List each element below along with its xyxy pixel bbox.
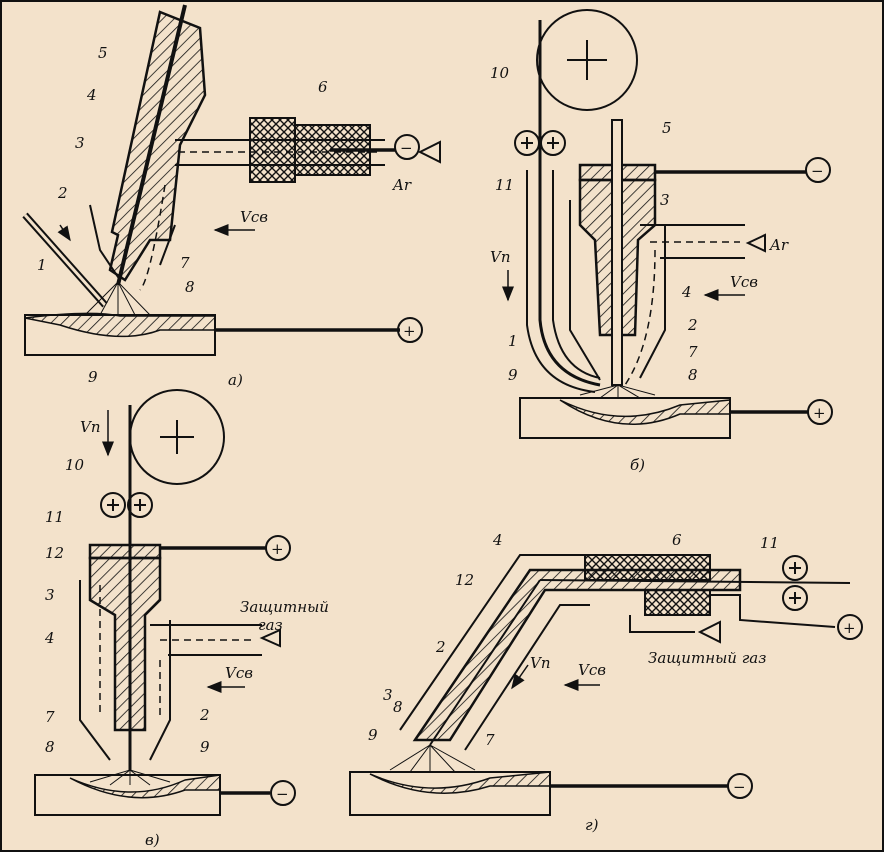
union-nut-d xyxy=(584,554,711,581)
bent-torch-d xyxy=(412,568,742,742)
label-2: 2 xyxy=(199,706,210,724)
union-nut-a xyxy=(249,117,296,183)
gas-inlet-icon-d xyxy=(697,620,721,644)
gas-label-b: Ar xyxy=(768,236,789,254)
label-4: 4 xyxy=(681,283,692,301)
tungsten-electrode-a xyxy=(116,4,187,286)
minus-sign-a: − xyxy=(400,139,413,157)
label-3: 3 xyxy=(383,686,393,704)
gas-inlet-icon-a xyxy=(417,140,441,164)
label-3: 3 xyxy=(75,134,85,152)
workpiece-c xyxy=(34,774,221,816)
label-8: 8 xyxy=(185,278,195,296)
plus-terminal-c xyxy=(265,535,291,561)
weld-speed-label-c: Vсв xyxy=(225,664,253,682)
panel-c: Защитный газ + − Vп Vсв 10 11 12 3 4 7 8… xyxy=(34,389,329,849)
label-2: 2 xyxy=(57,184,68,202)
feed-roller-b1 xyxy=(514,130,540,156)
label-1: 1 xyxy=(508,332,518,350)
label-7: 7 xyxy=(485,731,495,749)
label-6: 6 xyxy=(672,531,682,549)
label-2: 2 xyxy=(687,316,698,334)
contact-tip-c xyxy=(88,543,162,560)
electrode-b xyxy=(611,119,623,386)
torch-body-a xyxy=(108,10,207,282)
workpiece-a xyxy=(24,314,216,356)
label-10: 10 xyxy=(65,456,85,474)
label-11: 11 xyxy=(760,534,779,552)
label-5: 5 xyxy=(662,119,672,137)
feed-roller-b2 xyxy=(540,130,566,156)
label-7: 7 xyxy=(180,254,190,272)
caption-d: г) xyxy=(585,816,599,834)
panel-b: Ar − + Vп Vсв 10 11 5 3 4 2 7 8 9 1 б) xyxy=(490,9,833,474)
label-9: 9 xyxy=(200,738,210,756)
label-8: 8 xyxy=(393,698,403,716)
label-9: 9 xyxy=(368,726,378,744)
label-8: 8 xyxy=(688,366,698,384)
feed-roller-c1 xyxy=(100,492,126,518)
label-9: 9 xyxy=(88,368,98,386)
label-11: 11 xyxy=(495,176,514,194)
weld-speed-label-b: Vсв xyxy=(730,273,758,291)
minus-terminal-a xyxy=(394,134,420,160)
minus-sign-b: − xyxy=(811,162,824,180)
label-1: 1 xyxy=(37,256,47,274)
caption-c: в) xyxy=(145,831,160,849)
plus-sign-c: + xyxy=(271,540,284,558)
gas-label-c-line2: газ xyxy=(258,616,283,634)
panel-d: + − Защитный газ Vп Vсв 4 6 11 12 2 3 8 … xyxy=(349,531,863,834)
feed-speed-label-c: Vп xyxy=(80,418,101,436)
minus-sign-c: − xyxy=(276,785,289,803)
label-5: 5 xyxy=(98,44,108,62)
minus-sign-d: − xyxy=(733,778,746,796)
caption-a: а) xyxy=(228,371,243,389)
gas-label-c-line1: Защитный xyxy=(240,598,329,616)
filler-wire-b xyxy=(538,20,601,387)
gas-label-a: Ar xyxy=(391,176,412,194)
label-12: 12 xyxy=(455,571,474,589)
minus-terminal-b xyxy=(805,157,831,183)
label-4: 4 xyxy=(492,531,503,549)
workpiece-d xyxy=(349,771,551,816)
label-4: 4 xyxy=(86,86,97,104)
plus-terminal-d xyxy=(837,614,863,640)
minus-terminal-d xyxy=(727,773,753,799)
plus-sign-d: + xyxy=(843,619,856,637)
caption-b: б) xyxy=(630,456,645,474)
label-8: 8 xyxy=(45,738,55,756)
weld-speed-label-a: Vсв xyxy=(240,208,268,226)
feed-speed-label-b: Vп xyxy=(490,248,511,266)
gas-inlet-icon-c xyxy=(259,628,281,648)
plus-sign-a: + xyxy=(403,322,416,340)
filler-wire-d xyxy=(429,579,541,746)
feed-roller-c2 xyxy=(127,492,153,518)
label-6: 6 xyxy=(318,78,328,96)
workpiece-b xyxy=(519,397,731,439)
weld-speed-label-d: Vсв xyxy=(578,661,606,679)
label-7: 7 xyxy=(45,708,55,726)
feed-roller-d2 xyxy=(782,585,808,611)
plus-terminal-a xyxy=(397,317,423,343)
label-12: 12 xyxy=(45,544,64,562)
label-9: 9 xyxy=(508,366,518,384)
minus-terminal-c xyxy=(270,780,296,806)
label-2: 2 xyxy=(435,638,446,656)
gas-label-d: Защитный газ xyxy=(648,649,766,667)
feed-speed-label-d: Vп xyxy=(530,654,551,672)
panel-a: − Ar Vсв + 5 4 3 2 1 9 7 8 6 а) xyxy=(22,4,441,389)
label-3: 3 xyxy=(45,586,55,604)
label-11: 11 xyxy=(45,508,64,526)
label-4: 4 xyxy=(44,629,55,647)
plus-terminal-b xyxy=(807,399,833,425)
feed-roller-d1 xyxy=(782,555,808,581)
label-7: 7 xyxy=(688,343,698,361)
gas-inlet-icon-b xyxy=(745,233,766,253)
label-3: 3 xyxy=(660,191,670,209)
wire-reel-b xyxy=(536,9,638,111)
label-10: 10 xyxy=(490,64,510,82)
weld-bead-a xyxy=(24,312,216,338)
plus-sign-b: + xyxy=(813,404,826,422)
